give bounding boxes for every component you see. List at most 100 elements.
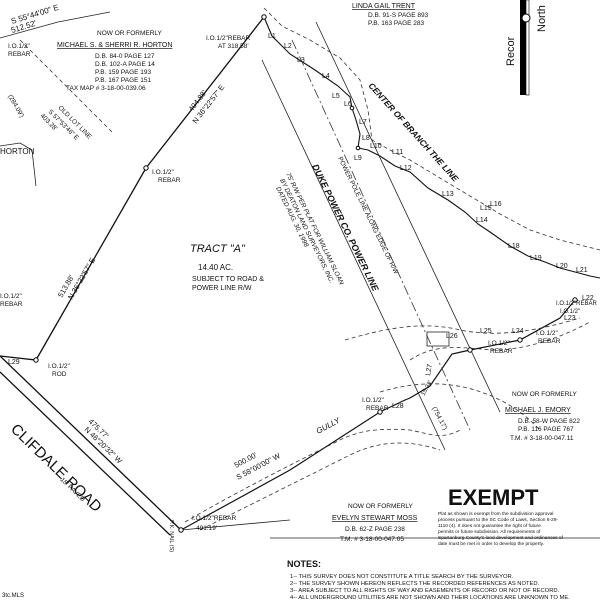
exempt-line4: permits or future subdivision. All requi…: [438, 529, 541, 535]
moss-tm: T.M. # 3-18-00-047.05: [340, 536, 404, 543]
power-line-rw-right: [315, 21, 501, 413]
road-dashed-curve: [344, 317, 581, 341]
course-label: L20: [556, 263, 568, 270]
trent-name: LINDA GAIL TRENT: [352, 3, 416, 10]
gully-label: GULLY: [315, 416, 342, 436]
course-label: L24: [512, 328, 524, 335]
rebar-l23b-label: I.O.1/2": [560, 309, 580, 315]
rebar-l25-rebar: REBAR: [490, 348, 513, 355]
course-label: L2: [284, 43, 292, 50]
bearing-5-distance: 15.33': [421, 380, 434, 397]
note-item: 4-- ALL UNDERGROUND UTILITIES ARE NOT SH…: [290, 595, 570, 601]
note-item: 1-- THIS SURVEY DOES NOT CONSTITUTE A TI…: [290, 574, 514, 580]
emory-parcel-box: [426, 331, 450, 347]
mls-stamp: 3tc.MLS: [2, 593, 24, 599]
course-label: L5: [332, 93, 340, 100]
course-label: L3: [297, 57, 305, 64]
moss-parcel-line: [180, 519, 291, 531]
pk-nail-label: P.K. NAIL (S): [168, 520, 174, 552]
course-label: L21: [576, 267, 588, 274]
exempt-line3: 1110 (4). It does not guarantee the righ…: [438, 523, 541, 529]
course-label: L9: [354, 155, 362, 162]
tract-boundary-line: [0, 16, 265, 361]
horton-fragment: HORTON: [0, 147, 35, 156]
trent-db: D.B. 91-S PAGE 893: [368, 12, 429, 19]
record-label: Recor: [505, 36, 517, 66]
course-label: L12: [400, 165, 412, 172]
exempt-line6: date must be met in order to develop the…: [438, 541, 544, 547]
south-boundary-line: [180, 299, 576, 531]
horton-label1: NOW OR FORMERLY: [97, 30, 163, 37]
course-label: L23: [564, 315, 576, 322]
gully-dashed-line: [184, 428, 461, 523]
rebar-l24-label: I.O.1/2": [536, 330, 559, 337]
rebar-upper-mid-rebar: REBAR: [158, 177, 181, 184]
road-dashed-curve-2: [409, 321, 591, 361]
tract-area: 14.40 AC.: [198, 263, 233, 272]
horton-parcel-line: [0, 11, 111, 39]
rebar-left-top-label: I.O.1/2": [8, 43, 31, 50]
course-label: L29: [8, 359, 20, 366]
rebar-l28-rebar: REBAR: [366, 405, 389, 412]
horton-name: MICHAEL S. & SHERRI R. HORTON: [57, 42, 172, 49]
course-label: L14: [476, 217, 488, 224]
emory-db: D.B. 58-W PAGE 822: [518, 418, 580, 425]
note-item: 2-- THE SURVEY SHOWN HEREON REFLECTS THE…: [290, 581, 540, 587]
course-label: L16: [490, 201, 502, 208]
course-label: L18: [508, 243, 520, 250]
moss-name: EVELYN STEWART MOSS: [332, 515, 418, 522]
clifdale-road-right-edge: [0, 355, 182, 531]
branch-centerline: [263, 16, 600, 279]
course-label: L22: [582, 295, 594, 302]
rebar-pin-top: [261, 14, 267, 20]
rebar-left-top-rebar: REBAR: [8, 51, 31, 58]
old-lot-line: [19, 39, 113, 133]
branch-pin-2: [349, 105, 355, 111]
horton-pb2: P.B. 167 PAGE 151: [95, 77, 152, 84]
course-label: L4: [322, 73, 330, 80]
horton-pb1: P.B. 159 PAGE 193: [95, 69, 152, 76]
rod-label: I.O.1/2": [48, 363, 71, 370]
course-label: L25: [480, 328, 492, 335]
moss-label1: NOW OR FORMERLY: [348, 503, 414, 510]
bearing-6-distance: 491.19': [196, 525, 217, 532]
distance-left-paren: (284.09'): [6, 94, 25, 120]
rod-text: ROD: [52, 371, 67, 378]
exempt-line2: process pursuant to the SC Code of Laws,…: [438, 517, 558, 523]
tract-note2: POWER LINE R/W: [192, 285, 252, 292]
course-label: L6: [344, 101, 352, 108]
rebar-left-label: I.O.1/2": [0, 293, 23, 300]
course-label: L26: [446, 333, 458, 340]
north-arrow-icon: [520, 0, 531, 96]
course-label: L1: [268, 33, 276, 40]
branch-label: CENTER OF BRANCH THE LINE: [367, 81, 461, 184]
horton-tax: TAX MAP # 3-18-00-039.06: [66, 85, 146, 92]
distance-right-paren: (754.17'): [430, 406, 448, 432]
trent-pb: P.B. 163 PAGE 283: [368, 20, 425, 27]
course-label: L11: [392, 149, 403, 156]
course-label: L13: [442, 191, 454, 198]
gully-dashed-line-2: [199, 442, 441, 531]
rebar-l23-label: I.O.1/2"REBAR: [556, 301, 597, 307]
rebar-pin-l23: [572, 297, 578, 303]
clifdale-road-left-edge: [0, 371, 171, 536]
notes-title: NOTES:: [287, 559, 321, 569]
plat-ref1: 75' R/W PER PLAT FOR WILLIAM SLOAN: [284, 172, 345, 286]
course-label: L10: [370, 143, 382, 150]
note-item: 3-- AREA SUBJECT TO ALL RIGHTS OF WAY AN…: [290, 588, 560, 594]
rebar-pin-left: [33, 357, 39, 363]
course-label: L7: [359, 119, 367, 126]
rebar-pin-bottom: [178, 527, 184, 533]
rebar-pin-l28: [377, 409, 383, 415]
rebar-pin-l25: [467, 347, 473, 353]
rebar-pin-l24: [517, 337, 523, 343]
exempt-line1: Plat as shown is exempt from the subdivi…: [438, 511, 553, 517]
drive-dashed-curve: [379, 383, 541, 431]
rebar-l25-label: I.O.1/2": [488, 340, 511, 347]
rebar-upper-mid-label: I.O.1/2": [152, 169, 175, 176]
tract-note1: SUBJECT TO ROAD &: [192, 276, 264, 283]
course-label: L8: [362, 135, 370, 142]
exempt-line5: Spartanburg County's land development an…: [438, 535, 564, 541]
rebar-left-rebar: REBAR: [0, 301, 23, 308]
